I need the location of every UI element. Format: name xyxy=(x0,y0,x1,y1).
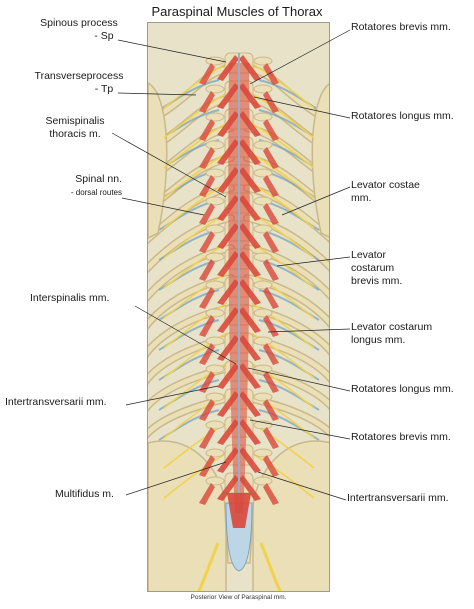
levator-costae-right xyxy=(263,147,279,169)
levator-costae-right xyxy=(263,343,279,365)
transverse-process-left xyxy=(205,224,225,234)
transverse-process-right xyxy=(253,112,273,122)
transverse-process-left xyxy=(205,420,225,430)
label-rotatores-brevis-top: Rotatores brevis mm. xyxy=(351,21,451,33)
multifidus-base xyxy=(227,493,251,528)
levator-costae-left xyxy=(199,259,215,281)
transverse-process-right xyxy=(253,56,273,66)
levator-costae-right xyxy=(263,231,279,253)
transverse-process-right xyxy=(253,280,273,290)
transverse-process-left xyxy=(205,280,225,290)
label-transverse-process-line1: Transverseprocess xyxy=(34,70,124,82)
spine-illustration xyxy=(148,23,329,591)
label-levator-costarum-brevis: Levator costarum brevis mm. xyxy=(351,249,402,288)
transverse-process-left xyxy=(205,392,225,402)
label-intertransversarii-left: Intertransversarii mm. xyxy=(5,396,107,408)
transverse-process-right xyxy=(253,84,273,94)
levator-costae-left xyxy=(199,231,215,253)
label-spinous-process: Spinous process - Sp xyxy=(20,17,138,43)
transverse-process-right xyxy=(253,140,273,150)
label-spinal-nerves-line2: - dorsal routes xyxy=(70,188,122,197)
levator-costae-left xyxy=(199,287,215,309)
transverse-process-left xyxy=(205,308,225,318)
levator-costae-left xyxy=(199,63,215,85)
levator-costae-left xyxy=(199,203,215,225)
label-levator-costarum-brevis-line2: costarum xyxy=(351,262,395,274)
label-semispinalis-line2: thoracis m. xyxy=(49,128,101,140)
label-transverse-process-line2: - Tp xyxy=(94,83,114,95)
levator-costae-left xyxy=(199,427,215,449)
label-levator-costarum-longus-line2: longus mm. xyxy=(351,334,406,346)
label-rotatores-longus-top: Rotatores longus mm. xyxy=(351,110,454,122)
rib-right-highlight xyxy=(244,275,329,326)
rib-right-highlight xyxy=(244,245,329,298)
label-semispinalis-line1: Semispinalis xyxy=(45,115,105,127)
transverse-process-left xyxy=(205,168,225,178)
label-levator-costae-line2: mm. xyxy=(351,192,372,204)
transverse-process-left xyxy=(205,112,225,122)
transverse-process-right xyxy=(253,308,273,318)
levator-costae-right xyxy=(263,455,279,477)
label-spinal-nerves: Spinal nn. - dorsal routes xyxy=(20,173,122,199)
anatomical-illustration xyxy=(147,22,330,592)
label-levator-costae: Levator costae mm. xyxy=(351,179,420,205)
transverse-process-right xyxy=(253,392,273,402)
label-spinal-nerves-line1: Spinal nn. xyxy=(75,173,122,185)
transverse-process-right xyxy=(253,168,273,178)
figure-title: Paraspinal Muscles of Thorax xyxy=(151,4,323,19)
transverse-process-left xyxy=(205,364,225,374)
label-levator-costarum-longus-line1: Levator costarum xyxy=(351,321,433,333)
label-multifidus: Multifidus m. xyxy=(55,488,114,500)
levator-costae-right xyxy=(263,175,279,197)
nerve-left xyxy=(163,92,228,139)
levator-costae-right xyxy=(263,259,279,281)
levator-costae-right xyxy=(263,287,279,309)
label-levator-costarum-longus: Levator costarum longus mm. xyxy=(351,321,432,347)
figure-caption: Posterior View of Paraspinal mm. xyxy=(190,594,287,601)
transverse-process-right xyxy=(253,476,273,486)
levator-costae-left xyxy=(199,91,215,113)
transverse-process-left xyxy=(205,336,225,346)
transverse-process-right xyxy=(253,448,273,458)
label-spinous-process-line2: - Sp xyxy=(94,30,114,42)
nerve-right xyxy=(250,302,315,349)
muscle-fascicle-left xyxy=(217,55,239,81)
nerve-left xyxy=(163,62,228,109)
transverse-process-right xyxy=(253,336,273,346)
label-transverse-process: Transverseprocess - Tp xyxy=(20,70,138,96)
transverse-process-right xyxy=(253,196,273,206)
transverse-process-left xyxy=(205,476,225,486)
rib-left-highlight xyxy=(148,275,234,328)
levator-costae-right xyxy=(263,399,279,421)
label-spinous-process-line1: Spinous process xyxy=(40,17,118,29)
transverse-process-left xyxy=(205,140,225,150)
transverse-process-right xyxy=(253,224,273,234)
transverse-process-left xyxy=(205,252,225,262)
rib-left-highlight xyxy=(148,245,234,300)
label-levator-costarum-brevis-line1: Levator xyxy=(351,249,387,261)
label-levator-costae-line1: Levator costae xyxy=(351,179,420,191)
label-interspinalis: Interspinalis mm. xyxy=(30,292,110,304)
transverse-process-left xyxy=(205,196,225,206)
transverse-process-left xyxy=(205,448,225,458)
transverse-process-right xyxy=(253,252,273,262)
levator-costae-right xyxy=(263,119,279,141)
sacral-nerve-right xyxy=(259,542,282,591)
sacral-nerve-left xyxy=(197,542,220,591)
label-semispinalis: Semispinalis thoracis m. xyxy=(25,115,125,141)
label-levator-costarum-brevis-line3: brevis mm. xyxy=(351,275,403,287)
nerve-right xyxy=(250,122,315,169)
levator-costae-right xyxy=(263,203,279,225)
label-rotatores-brevis-bottom: Rotatores brevis mm. xyxy=(351,431,451,443)
rib-right-highlight xyxy=(244,215,329,270)
label-rotatores-longus-bottom: Rotatores longus mm. xyxy=(351,383,454,395)
vessel-left xyxy=(158,409,220,441)
label-intertransversarii-right: Intertransversarii mm. xyxy=(347,492,449,504)
rib-left-highlight xyxy=(148,215,234,272)
transverse-process-right xyxy=(253,420,273,430)
transverse-process-left xyxy=(205,84,225,94)
transverse-process-right xyxy=(253,364,273,374)
transverse-process-left xyxy=(205,56,225,66)
